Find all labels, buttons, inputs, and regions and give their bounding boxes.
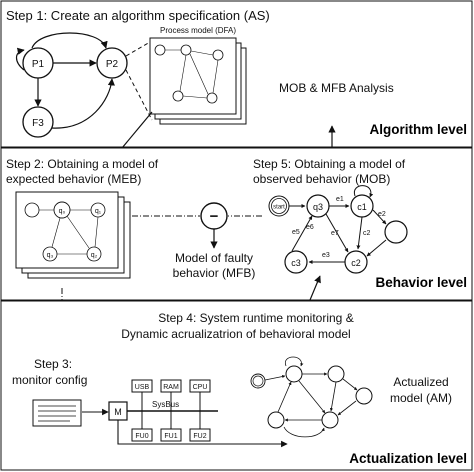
am-line2: model (AM) [390,391,452,405]
algorithm-level-panel: Step 1: Create an algorithm specificatio… [0,0,473,176]
am-line1: Actualized [393,375,448,389]
mob-c1: c1 [357,202,367,212]
hardware-block: M SysBus USB RAM CPU FU0 FU1 FU2 [108,379,288,448]
algorithm-level-label: Algorithm level [369,122,467,137]
state-p2-label: P2 [106,59,119,70]
state-f3-label: F3 [32,118,44,129]
state-p2 [96,47,128,79]
state-p1-label: P1 [32,59,45,70]
step4-line1: Step 4: System runtime monitoring & [158,311,353,325]
analysis-label: MOB & MFB Analysis [279,81,394,95]
mob-edge-e5: e5 [292,229,300,236]
fu1-label: FU1 [164,433,177,440]
step5-line2: observed behavior (MOB) [253,172,390,186]
actualization-level-panel: Step 4: System runtime monitoring & Dyna… [0,300,473,471]
edge-p1-p2-top [31,32,108,49]
meb-q1: q₁ [95,208,102,215]
fu2-label: FU2 [193,433,206,440]
meb-model-stack: q₀ q₁ q₂ q₃ [15,191,131,279]
meb-q3: q₃ [47,252,54,259]
step1-label: Step 1: Create an algorithm specificatio… [6,8,270,23]
sysbus-label: SysBus [152,400,179,409]
fu0-label: FU0 [135,433,148,440]
mob-edge-e7: e7 [331,230,339,237]
edge-p1-self [15,47,25,71]
mob-c2: c2 [351,258,361,268]
mob-edge-e2: e2 [378,211,386,218]
mob-edge-c2: c2 [363,230,371,237]
behavior-level-panel: Step 2: Obtaining a model of expected be… [0,147,473,301]
minus-sign: − [210,208,219,225]
mob-start: start [273,205,285,211]
process-model-stack: Process model (DFA) [149,26,247,125]
usb-label: USB [135,384,150,391]
ram-label: RAM [163,384,179,391]
algorithm-spec-graph: P1 P2 F3 [15,32,128,138]
mob-edge-e1: e1 [336,196,344,203]
config-document-icon [32,399,82,427]
mob-graph: start q3 c1 c2 c3 e1 e2 c2 e3 e5 e6 [268,185,408,274]
mapping-line-bottom [125,69,153,121]
step4-line2: Dynamic acrualizatrion of behavioral mod… [121,327,350,341]
step3-line1: Step 3: [34,357,72,371]
mob-edge-e3: e3 [322,252,330,259]
arrow-monitor-to-am [117,420,288,448]
step5-line1: Step 5: Obtaining a model of [253,157,406,171]
mob-state-right [384,220,408,244]
step3-line2: monitor config [12,373,87,387]
mob-edge-e6: e6 [306,224,314,231]
am-graph [250,356,373,438]
mob-q3: q3 [313,202,323,212]
cpu-label: CPU [193,384,208,391]
meb-q2: q₂ [91,252,98,259]
step2-line2: expected behavior (MEB) [6,172,141,186]
behavior-level-label: Behavior level [375,275,467,290]
actualization-level-label: Actualization level [349,451,467,466]
mob-c3: c3 [291,258,301,268]
mapping-line-top [125,41,151,57]
step2-line1: Step 2: Obtaining a model of [6,157,159,171]
mfb-line1: Model of faulty [175,251,253,265]
state-f3 [22,106,54,138]
process-model-label: Process model (DFA) [160,26,236,35]
meb-q0: q₀ [59,208,66,215]
mfb-line2: behavior (MFB) [173,266,256,280]
monitor-label: M [114,407,122,417]
edge-f3-p2 [51,78,115,129]
